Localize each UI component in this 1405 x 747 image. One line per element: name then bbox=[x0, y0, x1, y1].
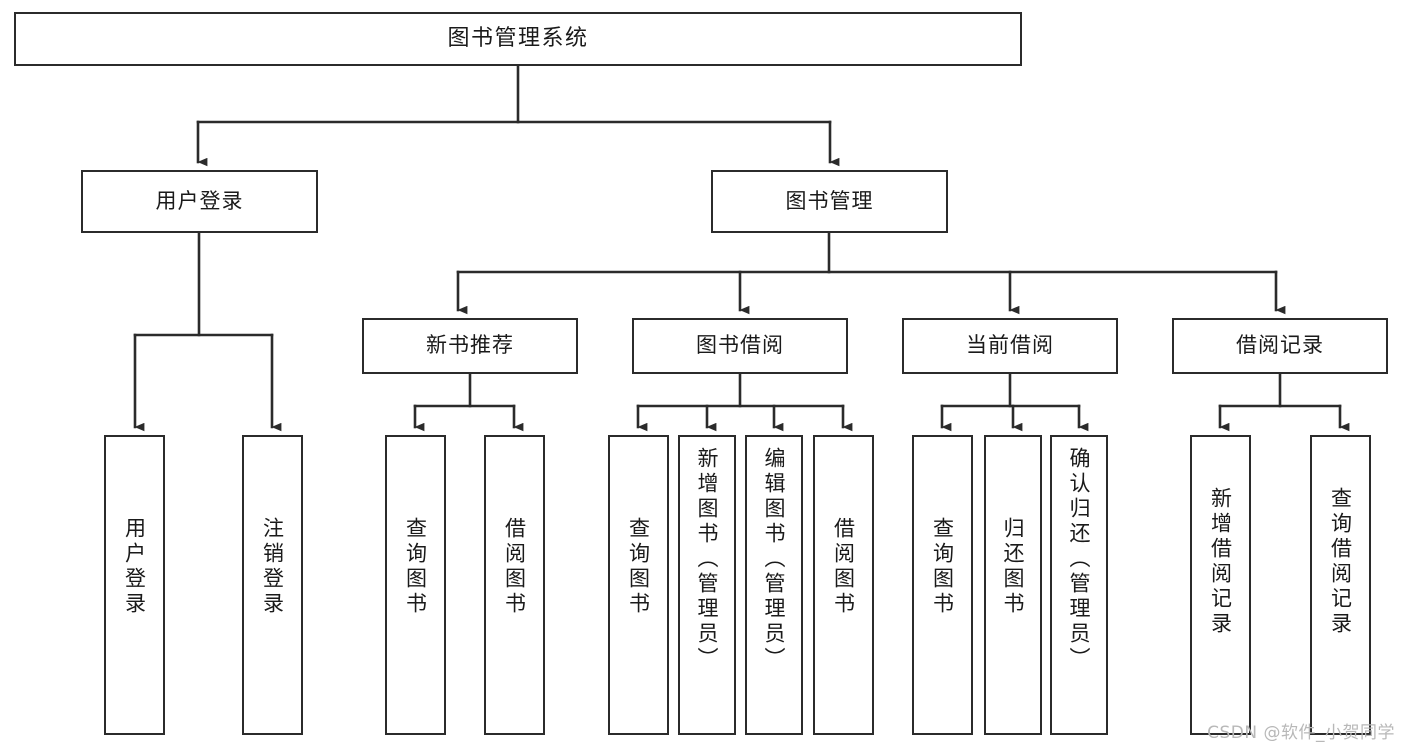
node-leaf-add-book-admin-label: 新增图书（管理员） bbox=[695, 447, 720, 672]
node-borrow-record[interactable]: 借阅记录 bbox=[1172, 318, 1388, 374]
connector-root-to-level2 bbox=[196, 64, 840, 167]
node-leaf-query-book-current-label: 查询图书 bbox=[930, 517, 955, 617]
node-root-label: 图书管理系统 bbox=[447, 25, 589, 51]
node-leaf-borrow-book-new[interactable]: 借阅图书 bbox=[484, 435, 545, 735]
node-current-borrow-label: 当前借阅 bbox=[966, 333, 1054, 358]
node-leaf-user-logout[interactable]: 注销登录 bbox=[242, 435, 303, 735]
node-root[interactable]: 图书管理系统 bbox=[14, 12, 1022, 66]
node-leaf-query-book-current[interactable]: 查询图书 bbox=[912, 435, 973, 735]
node-leaf-user-logout-label: 注销登录 bbox=[260, 517, 285, 617]
node-leaf-return-book-label: 归还图书 bbox=[1001, 517, 1026, 617]
node-leaf-borrow-book-label: 借阅图书 bbox=[831, 517, 856, 617]
node-leaf-user-login[interactable]: 用户登录 bbox=[104, 435, 165, 735]
connector-book-management-to-level3 bbox=[456, 231, 1286, 315]
node-leaf-confirm-return-admin-label: 确认归还（管理员） bbox=[1067, 447, 1092, 672]
node-leaf-borrow-book[interactable]: 借阅图书 bbox=[813, 435, 874, 735]
node-leaf-add-book-admin[interactable]: 新增图书（管理员） bbox=[678, 435, 736, 735]
node-leaf-borrow-book-new-label: 借阅图书 bbox=[502, 517, 527, 617]
node-leaf-add-borrow-record[interactable]: 新增借阅记录 bbox=[1190, 435, 1251, 735]
node-new-book-recommend-label: 新书推荐 bbox=[426, 333, 514, 358]
node-current-borrow[interactable]: 当前借阅 bbox=[902, 318, 1118, 374]
node-leaf-edit-book-admin-label: 编辑图书（管理员） bbox=[762, 447, 787, 672]
node-leaf-query-borrow-record-label: 查询借阅记录 bbox=[1328, 487, 1353, 637]
node-leaf-return-book[interactable]: 归还图书 bbox=[984, 435, 1042, 735]
connector-user-login-to-leaves bbox=[133, 231, 282, 432]
node-book-management-label: 图书管理 bbox=[785, 188, 874, 213]
node-leaf-query-book-borrow-label: 查询图书 bbox=[626, 517, 651, 617]
node-leaf-query-book-borrow[interactable]: 查询图书 bbox=[608, 435, 669, 735]
node-book-borrow[interactable]: 图书借阅 bbox=[632, 318, 848, 374]
connector-book-borrow-to-leaves bbox=[636, 372, 853, 432]
node-user-login-label: 用户登录 bbox=[155, 188, 244, 213]
node-leaf-edit-book-admin[interactable]: 编辑图书（管理员） bbox=[745, 435, 803, 735]
node-leaf-confirm-return-admin[interactable]: 确认归还（管理员） bbox=[1050, 435, 1108, 735]
node-borrow-record-label: 借阅记录 bbox=[1236, 333, 1324, 358]
connector-new-book-recommend-to-leaves bbox=[413, 372, 524, 432]
node-book-borrow-label: 图书借阅 bbox=[696, 333, 784, 358]
node-leaf-query-book-new[interactable]: 查询图书 bbox=[385, 435, 446, 735]
node-leaf-add-borrow-record-label: 新增借阅记录 bbox=[1208, 487, 1233, 637]
node-user-login[interactable]: 用户登录 bbox=[81, 170, 318, 233]
node-leaf-user-login-label: 用户登录 bbox=[122, 517, 147, 617]
node-leaf-query-book-new-label: 查询图书 bbox=[403, 517, 428, 617]
connector-borrow-record-to-leaves bbox=[1218, 372, 1350, 432]
node-leaf-query-borrow-record[interactable]: 查询借阅记录 bbox=[1310, 435, 1371, 735]
connector-current-borrow-to-leaves bbox=[940, 372, 1089, 432]
node-new-book-recommend[interactable]: 新书推荐 bbox=[362, 318, 578, 374]
node-book-management[interactable]: 图书管理 bbox=[711, 170, 948, 233]
